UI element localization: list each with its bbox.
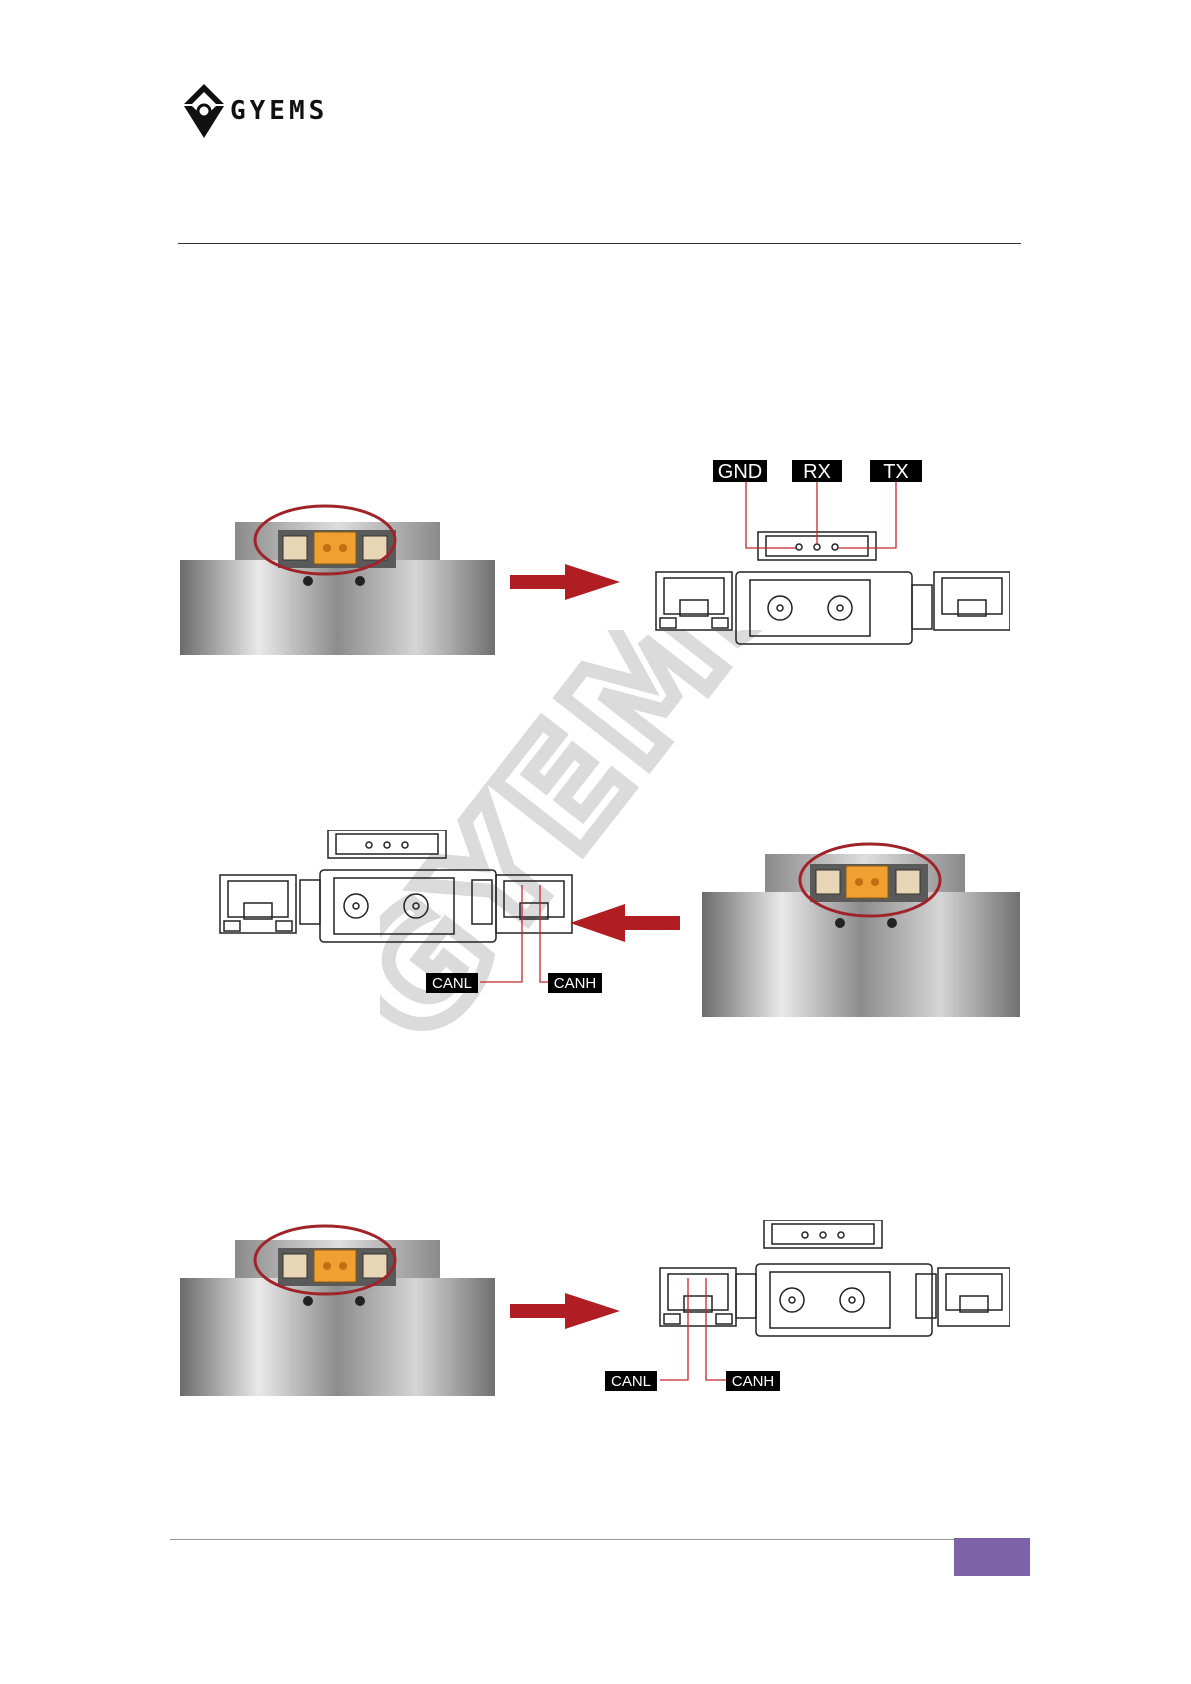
tx-label: TX bbox=[870, 460, 922, 483]
connector-diagram bbox=[656, 532, 1010, 644]
logo-mark-icon bbox=[184, 84, 224, 138]
connector-diagram bbox=[220, 830, 572, 942]
can-right-figure: CANL CANH bbox=[210, 830, 1030, 1020]
header-divider bbox=[178, 243, 1021, 244]
arrow-left-icon bbox=[570, 904, 680, 942]
canl-label: CANL bbox=[605, 1371, 657, 1391]
arrow-right-icon bbox=[510, 1293, 620, 1329]
motor-photo bbox=[702, 844, 1020, 1017]
canh-label: CANH bbox=[548, 973, 602, 993]
footer-divider bbox=[170, 1539, 954, 1540]
svg-text:CANH: CANH bbox=[732, 1373, 775, 1390]
uart-figure: GND RX TX bbox=[180, 460, 1010, 660]
rx-label: RX bbox=[792, 460, 842, 483]
svg-text:CANH: CANH bbox=[554, 975, 597, 992]
connector-diagram bbox=[660, 1220, 1010, 1336]
gnd-label: GND bbox=[713, 460, 767, 483]
canh-label: CANH bbox=[726, 1371, 780, 1391]
motor-photo bbox=[180, 1226, 495, 1396]
can-left-figure: CANL CANH bbox=[180, 1220, 1010, 1400]
svg-text:TX: TX bbox=[883, 461, 909, 483]
svg-text:CANL: CANL bbox=[611, 1373, 651, 1390]
svg-text:GND: GND bbox=[718, 461, 762, 483]
svg-text:CANL: CANL bbox=[432, 975, 472, 992]
svg-text:RX: RX bbox=[803, 461, 831, 483]
motor-photo bbox=[180, 506, 495, 655]
logo-wordmark: GYEMS bbox=[230, 96, 328, 126]
uart-leader-lines bbox=[746, 478, 896, 548]
canl-label: CANL bbox=[426, 973, 478, 993]
brand-logo: GYEMS bbox=[180, 82, 380, 142]
arrow-right-icon bbox=[510, 564, 620, 600]
page-number-tab bbox=[954, 1538, 1030, 1576]
can-leader-lines bbox=[660, 1278, 726, 1380]
